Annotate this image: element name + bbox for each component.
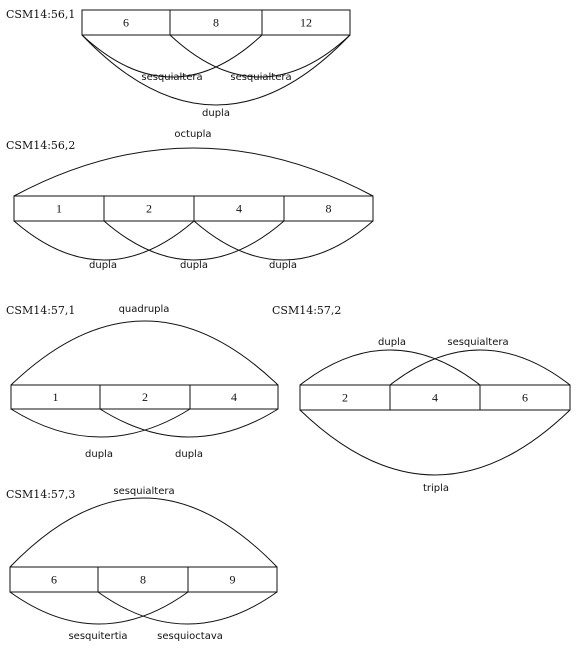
cell-value: 4 <box>432 391 438 405</box>
cell-value: 2 <box>342 391 348 405</box>
ratio-label: tripla <box>423 483 449 494</box>
ratio-cell <box>189 384 279 410</box>
ratio-label: dupla <box>378 337 406 348</box>
ratio-cell <box>187 566 278 593</box>
ratio-label: sesquioctava <box>157 631 223 642</box>
cell-value: 9 <box>230 573 236 587</box>
cell-value: 8 <box>326 202 332 216</box>
cell-value: 4 <box>231 390 237 404</box>
cell-value: 8 <box>140 573 146 587</box>
ratio-label: sesquialtera <box>447 337 508 348</box>
cell-value: 8 <box>213 16 219 30</box>
ratio-arc <box>13 220 195 261</box>
ratio-arc <box>10 320 279 386</box>
ratio-cell <box>261 9 351 36</box>
cell-value: 12 <box>300 16 312 30</box>
ratio-arc <box>10 408 191 438</box>
ratio-diagram: CSM14:57,2 2 4 6 dupla sesquialtera tripla <box>272 304 571 494</box>
ratio-arc <box>103 220 285 261</box>
ratio-cell <box>479 384 571 411</box>
ratio-arc <box>169 34 351 78</box>
ratio-label: quadrupla <box>119 304 170 315</box>
ratio-arc <box>193 220 374 261</box>
cell-value: 1 <box>53 390 59 404</box>
cell-value: 2 <box>146 202 152 216</box>
ratio-label: octupla <box>174 129 211 140</box>
ratio-arc <box>13 147 374 197</box>
ratio-label: dupla <box>269 260 297 271</box>
ratio-label: dupla <box>85 449 113 460</box>
ratio-arc <box>9 497 278 568</box>
ratio-label: sesquialtera <box>230 72 291 83</box>
ratio-label: sesquialtera <box>141 72 202 83</box>
ratio-arc <box>389 349 571 386</box>
cell-value: 2 <box>142 390 148 404</box>
cell-value: 6 <box>51 573 57 587</box>
cell-value: 6 <box>123 16 129 30</box>
ratio-label: dupla <box>180 260 208 271</box>
ratio-diagram: CSM14:56,2 1 2 4 8 octupla dupla dupla dupla <box>6 129 374 271</box>
ratio-label: dupla <box>202 108 230 119</box>
cell-value: 1 <box>56 202 62 216</box>
ratio-arc <box>99 408 279 438</box>
ratio-label: dupla <box>175 449 203 460</box>
ratio-label: dupla <box>89 260 117 271</box>
ratio-label: sesquitertia <box>68 631 127 642</box>
diagram-id: CSM14:56,1 <box>6 8 75 21</box>
ratio-cell <box>283 195 374 222</box>
cell-value: 6 <box>522 391 528 405</box>
ratio-arc <box>81 34 263 78</box>
ratio-diagram: CSM14:57,1 1 2 4 quadrupla dupla dupla <box>6 304 279 460</box>
diagram-id: CSM14:57,2 <box>272 304 341 317</box>
cell-value: 4 <box>236 202 242 216</box>
ratio-arc <box>299 409 571 476</box>
ratio-label: sesquialtera <box>113 486 174 497</box>
diagram-id: CSM14:57,1 <box>6 304 75 317</box>
ratio-arc <box>299 349 481 386</box>
ratio-arc <box>9 591 189 625</box>
diagram-id: CSM14:57,3 <box>6 488 75 501</box>
ratio-diagram: CSM14:57,3 6 8 9 sesquialtera sesquitertia ses… <box>6 486 278 642</box>
diagram-id: CSM14:56,2 <box>6 139 75 152</box>
ratio-arc <box>97 591 278 625</box>
ratio-diagram: CSM14:56,1 6 8 12 sesquialtera sesquialtera du… <box>6 8 351 119</box>
ratio-arc <box>81 34 351 106</box>
